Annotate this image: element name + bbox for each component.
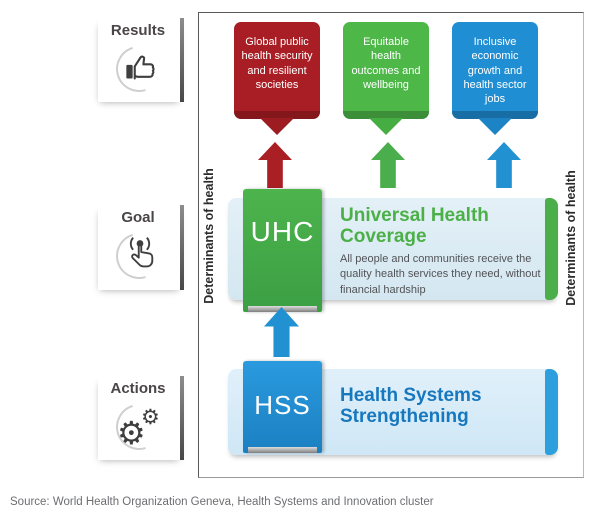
result-bubble-global-health-security: Global public health security and resili… [234, 22, 320, 119]
uhc-description: All people and communities receive the q… [340, 253, 541, 296]
gears-icon: ⚙ ⚙ [107, 395, 171, 459]
result-bubble-equitable-outcomes: Equitable health outcomes and wellbeing [343, 22, 429, 119]
bubble-text: Global public health security and resili… [241, 36, 313, 91]
tap-icon [107, 224, 171, 288]
actions-divider-bar [180, 376, 184, 460]
goal-block: Goal [98, 205, 184, 290]
uhc-tag: UHC [243, 189, 322, 312]
goal-label: Goal [121, 209, 155, 226]
thumbs-up-icon [107, 37, 171, 101]
uhc-title: Universal Health Coverage [340, 205, 489, 247]
bubble-text: Equitable health outcomes and wellbeing [351, 36, 421, 91]
bubble-text: Inclusive economic growth and health sec… [463, 36, 527, 106]
actions-label: Actions [110, 380, 166, 397]
gear-large-glyph: ⚙ [117, 415, 146, 451]
actions-block: Actions ⚙ ⚙ [98, 376, 184, 460]
results-divider-bar [180, 18, 184, 102]
uhc-banner-end-cap [545, 198, 558, 300]
hss-tag: HSS [243, 361, 322, 453]
hss-banner-end-cap [545, 369, 558, 455]
gear-small-glyph: ⚙ [141, 406, 160, 429]
results-block: Results [98, 18, 184, 102]
source-caption: Source: World Health Organization Geneva… [10, 496, 434, 508]
determinants-of-health-left: Determinants of health [202, 168, 216, 304]
hss-title: Health Systems Strengthening [340, 385, 482, 427]
result-bubble-economic-growth: Inclusive economic growth and health sec… [452, 22, 538, 119]
determinants-of-health-right: Determinants of health [564, 170, 578, 306]
results-label: Results [110, 22, 166, 39]
goal-divider-bar [180, 205, 184, 290]
